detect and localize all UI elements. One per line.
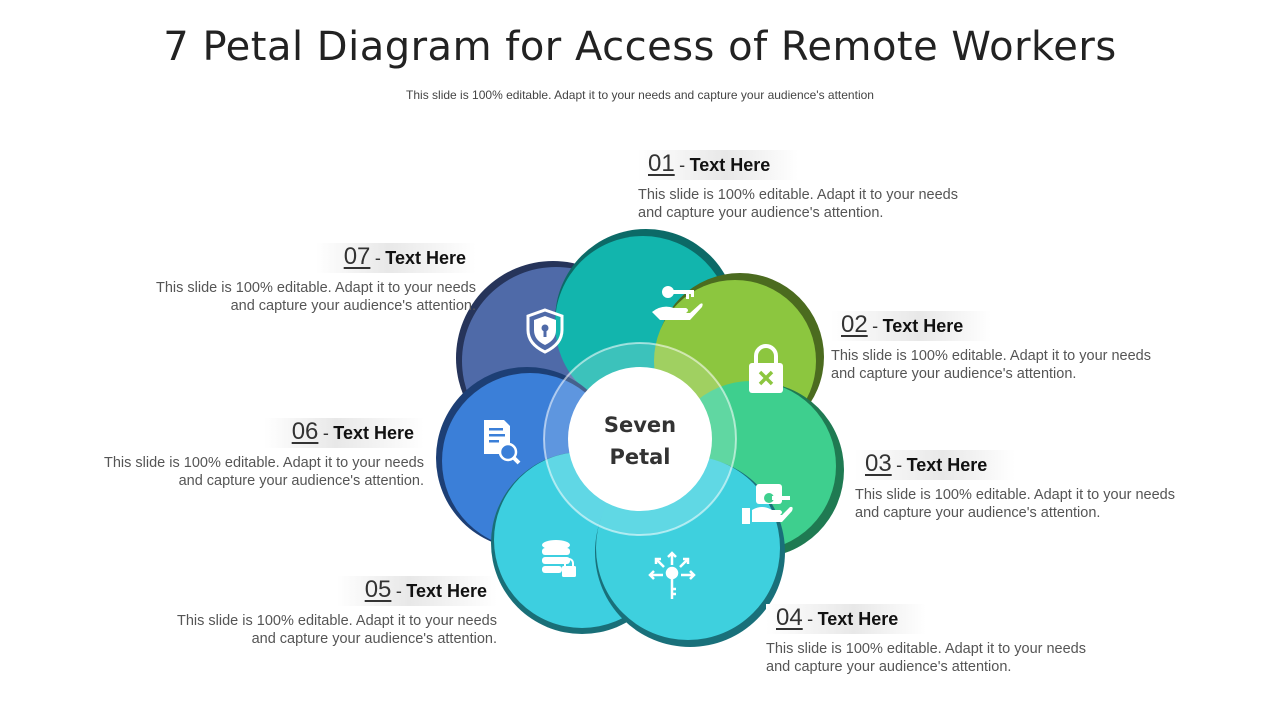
label-05-number: 05 — [364, 576, 392, 603]
label-05-heading: Text Here — [406, 581, 487, 601]
label-07-desc-line1: This slide is 100% editable. Adapt it to… — [156, 280, 476, 296]
key-arrows-icon — [648, 551, 696, 599]
label-05: 05 - Text Here This slide is 100% editab… — [177, 576, 497, 647]
label-04-heading: Text Here — [817, 609, 899, 629]
label-03: 03 - Text Here This slide is 100% editab… — [855, 450, 1175, 521]
label-01-heading: Text Here — [689, 155, 771, 175]
label-06: 06 - Text Here This slide is 100% editab… — [104, 418, 424, 489]
center-text-line1: Seven — [604, 413, 676, 437]
label-02-number: 02 — [841, 311, 868, 338]
label-02-desc-line2: and capture your audience's attention. — [831, 366, 1077, 382]
label-05-desc-line2: and capture your audience's attention. — [251, 631, 497, 647]
label-01: 01 - Text Here This slide is 100% editab… — [638, 150, 958, 221]
center-text-line2: Petal — [609, 445, 670, 469]
document-search-icon — [484, 420, 521, 465]
label-05-desc-line1: This slide is 100% editable. Adapt it to… — [177, 613, 497, 629]
slide-subtitle: This slide is 100% editable. Adapt it to… — [406, 88, 874, 102]
label-04-desc-line1: This slide is 100% editable. Adapt it to… — [766, 641, 1086, 657]
label-03-heading: Text Here — [906, 455, 988, 475]
center-circle — [568, 367, 712, 511]
label-01-desc-line1: This slide is 100% editable. Adapt it to… — [638, 187, 958, 203]
label-07-heading: Text Here — [385, 248, 466, 268]
label-07: 07 - Text Here This slide is 100% editab… — [156, 243, 476, 314]
label-04-number: 04 — [776, 604, 803, 631]
label-02-heading: Text Here — [882, 316, 964, 336]
label-01-number: 01 — [648, 150, 675, 177]
slide-title: 7 Petal Diagram for Access of Remote Wor… — [163, 24, 1117, 70]
database-lock-icon — [542, 540, 576, 577]
label-03-desc-line2: and capture your audience's attention. — [855, 505, 1101, 521]
label-07-desc-line2: and capture your audience's attention. — [230, 298, 476, 314]
label-03-desc-line1: This slide is 100% editable. Adapt it to… — [855, 487, 1175, 503]
label-01-desc-line2: and capture your audience's attention. — [638, 205, 884, 221]
label-07-number: 07 — [343, 243, 371, 270]
label-06-desc-line2: and capture your audience's attention. — [178, 473, 424, 489]
hand-card-key-icon — [742, 484, 793, 524]
label-04-desc-line2: and capture your audience's attention. — [766, 659, 1012, 675]
padlock-x-icon — [749, 344, 783, 393]
label-06-desc-line1: This slide is 100% editable. Adapt it to… — [104, 455, 424, 471]
label-04: 04 - Text Here This slide is 100% editab… — [766, 604, 1086, 675]
label-02-desc-line1: This slide is 100% editable. Adapt it to… — [831, 348, 1151, 364]
hand-key-icon — [652, 286, 703, 320]
label-06-heading: Text Here — [333, 423, 414, 443]
label-06-number: 06 — [291, 418, 319, 445]
shield-lock-icon — [526, 308, 564, 354]
label-02: 02 - Text Here This slide is 100% editab… — [831, 311, 1151, 382]
label-03-number: 03 — [865, 450, 892, 477]
